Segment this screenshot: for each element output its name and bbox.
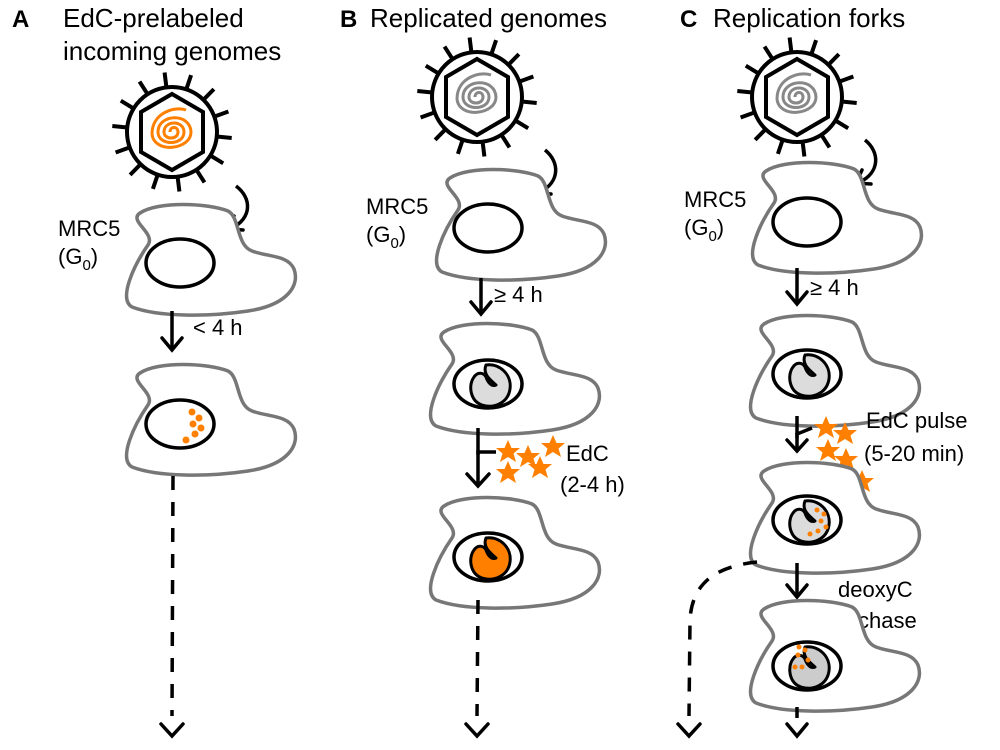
virus-unlabeled-genome-icon xyxy=(737,37,857,157)
step-arrowhead xyxy=(469,300,493,317)
panel-b: B Replicated genomes MRC5 (G0) ≥ 4 h xyxy=(340,3,625,739)
capsid-spike xyxy=(838,74,855,84)
cell-phase-label: (G0) xyxy=(684,215,724,245)
capsid-spike xyxy=(456,139,465,155)
cell-phase-label: (G0) xyxy=(58,244,98,274)
capsid-spike xyxy=(787,37,794,53)
capsid-spike xyxy=(499,133,512,149)
edc-duration-b: (2-4 h) xyxy=(560,472,625,497)
nucleus xyxy=(144,398,216,450)
cell-phase-label: (G0) xyxy=(366,222,406,252)
capsid-spike xyxy=(424,63,440,76)
capsid-spike xyxy=(128,162,143,177)
capsid-spike xyxy=(518,74,535,84)
capsid-spike xyxy=(442,45,455,61)
capsid-spike xyxy=(739,110,756,120)
capsid-spike xyxy=(834,118,850,131)
step-arrowhead xyxy=(785,290,809,307)
panel-a-title-line2: incoming genomes xyxy=(63,36,281,66)
capsid-spike xyxy=(184,74,193,90)
dashed-branch-arrow xyxy=(687,560,758,717)
capsid-spike xyxy=(841,99,857,105)
fork-label-dots xyxy=(807,507,829,537)
dashed-arrowhead xyxy=(464,722,490,739)
edc-pulse-label: EdC pulse xyxy=(866,408,968,433)
capsid-spike xyxy=(151,174,160,190)
capsid-spike xyxy=(744,63,760,76)
chased-label-dots xyxy=(792,644,811,670)
capsid-spike xyxy=(826,52,841,67)
capsid-spike xyxy=(753,127,768,142)
edc-feed-branch xyxy=(476,450,496,455)
capsid-spike xyxy=(213,109,230,119)
gray-genome-spiral-icon xyxy=(775,72,818,114)
capsid-spike xyxy=(521,99,537,105)
panel-letter-c: C xyxy=(680,6,697,33)
orange-genome-spiral-icon xyxy=(150,107,193,149)
chase-label-line2: chase xyxy=(858,608,917,633)
capsid-spike xyxy=(419,110,436,120)
capsid-spike xyxy=(514,118,530,131)
capsid-spike xyxy=(194,168,207,184)
nucleus xyxy=(144,237,216,289)
capsid-spike xyxy=(800,141,807,157)
capsid-spike xyxy=(467,37,474,53)
dashed-arrowhead xyxy=(785,722,809,739)
capsid-spike xyxy=(201,87,216,102)
infection-arrow xyxy=(859,138,878,184)
chase-label: deoxyC xyxy=(838,577,913,602)
gray-genome-spiral-icon xyxy=(455,72,498,114)
capsid-spike xyxy=(776,139,785,155)
dashed-arrow xyxy=(170,475,175,717)
virus-labeled-genome-icon xyxy=(112,72,232,192)
time-label-c: ≥ 4 h xyxy=(810,275,859,300)
nucleus xyxy=(771,196,843,248)
panel-c-title: Replication forks xyxy=(713,3,905,33)
nucleus xyxy=(452,202,524,254)
edc-label-b: EdC xyxy=(566,441,609,466)
capsid-spike xyxy=(480,141,487,157)
step-arrowhead xyxy=(465,472,491,489)
panel-letter-a: A xyxy=(12,6,29,33)
capsid-spike xyxy=(417,89,433,95)
panel-a-title-line1: EdC-prelabeled xyxy=(63,3,244,33)
capsid-spike xyxy=(216,134,232,140)
dashed-arrowhead xyxy=(159,722,185,739)
cell-label-mrc5: MRC5 xyxy=(366,194,428,219)
capsid-spike xyxy=(809,39,818,55)
step-arrowhead xyxy=(160,336,184,353)
capsid-spike xyxy=(137,80,150,96)
labeled-genome-dots xyxy=(182,408,205,444)
edc-stars xyxy=(496,435,565,483)
capsid-spike xyxy=(433,127,448,142)
cell-label-mrc5: MRC5 xyxy=(684,187,746,212)
capsid-spike xyxy=(489,39,498,55)
capsid-spike xyxy=(114,145,131,155)
cell-label-mrc5: MRC5 xyxy=(58,216,120,241)
panel-a: A EdC-prelabeled incoming genomes MRC5 (… xyxy=(12,3,298,739)
time-label-a: < 4 h xyxy=(193,315,243,340)
edc-pulse-duration: (5-20 min) xyxy=(864,441,964,466)
time-label-b: ≥ 4 h xyxy=(494,282,543,307)
step-arrowhead xyxy=(785,583,809,600)
capsid-spike xyxy=(762,45,775,61)
dashed-arrowhead xyxy=(676,722,702,739)
capsid-spike xyxy=(506,52,521,67)
capsid-spike xyxy=(119,98,135,111)
panel-c: C Replication forks MRC5 (G0) ≥ 4 h xyxy=(676,3,968,739)
capsid-spike xyxy=(175,176,182,192)
dashed-arrow xyxy=(475,599,480,717)
panel-b-title: Replicated genomes xyxy=(370,3,607,33)
capsid-spike xyxy=(737,89,753,95)
step-arrowhead xyxy=(785,438,809,454)
capsid-spike xyxy=(819,133,832,149)
panel-letter-b: B xyxy=(340,6,357,33)
edc-feed-branch xyxy=(795,426,813,438)
capsid-spike xyxy=(112,124,128,130)
capsid-spike xyxy=(162,72,169,88)
virus-unlabeled-genome-icon xyxy=(417,37,537,157)
capsid-spike xyxy=(209,153,225,166)
